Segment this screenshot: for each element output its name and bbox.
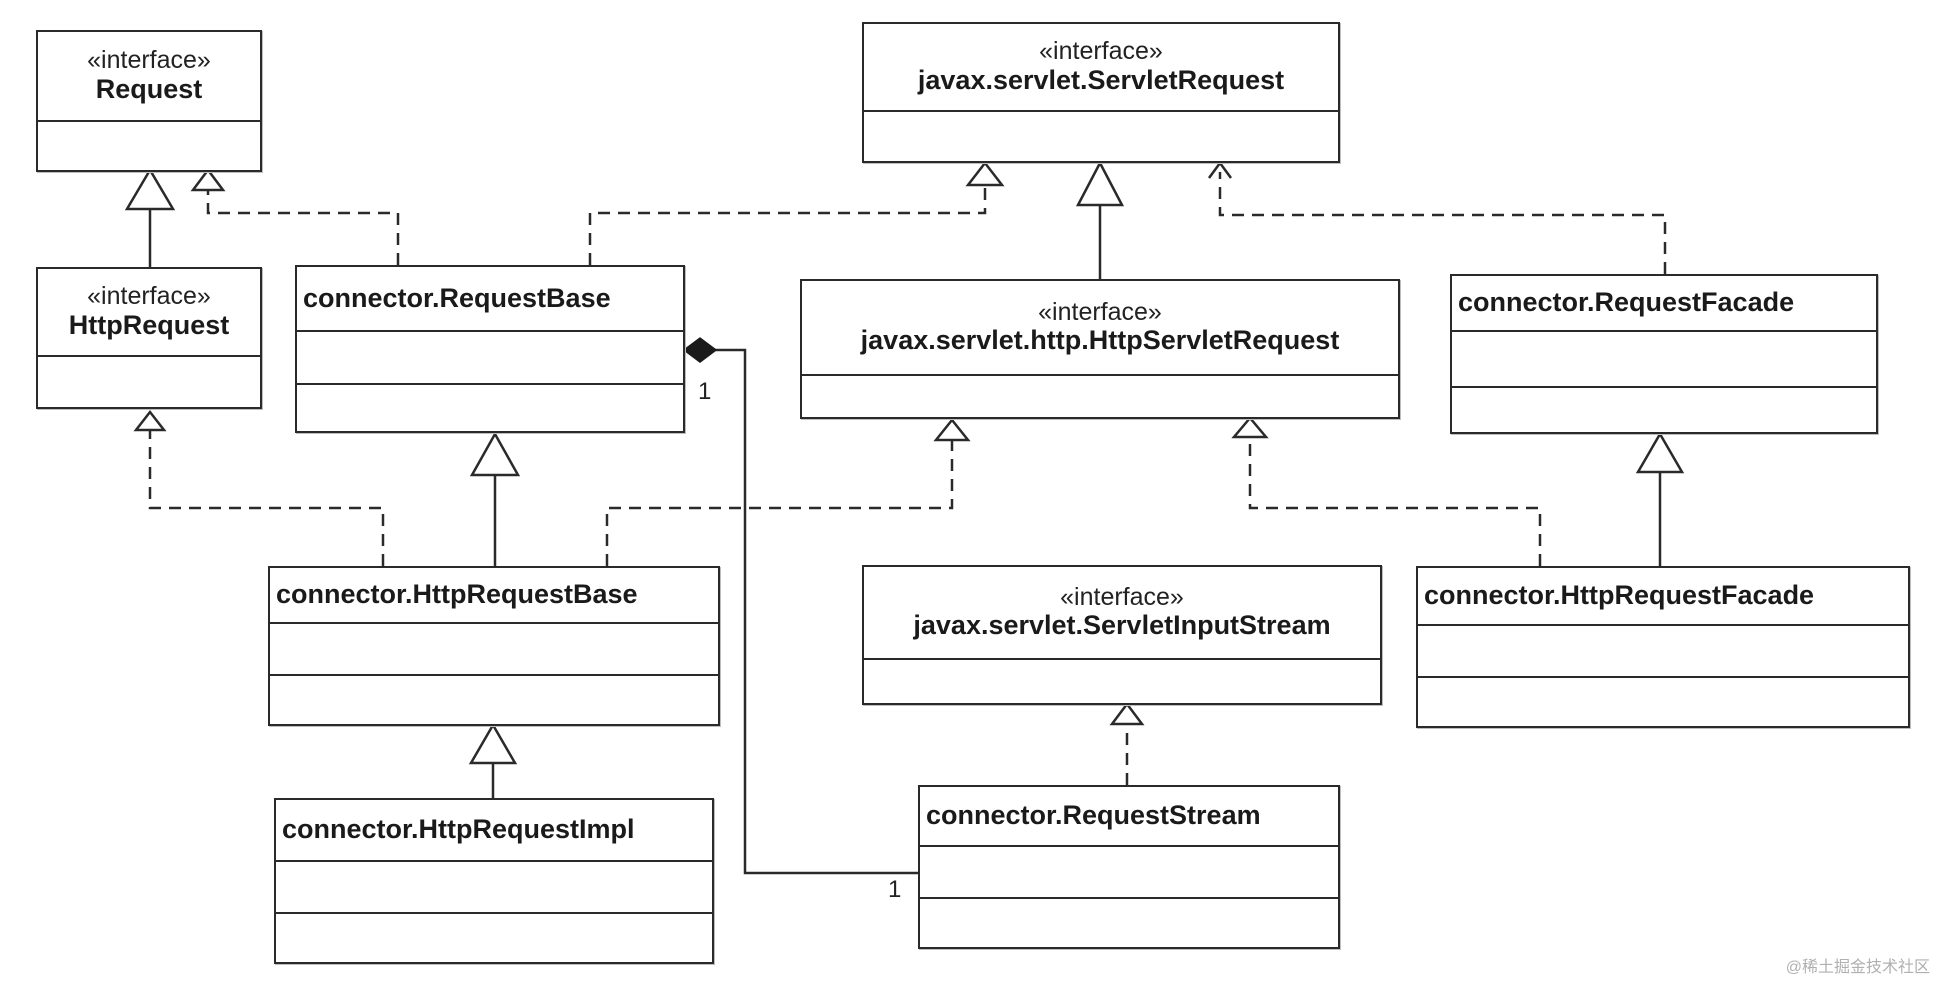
class-name: javax.servlet.http.HttpServletRequest <box>860 325 1340 356</box>
realization-httprequestbase-httpservletrequest <box>605 440 954 566</box>
class-header: «interface» javax.servlet.http.HttpServl… <box>802 281 1398 376</box>
class-request-facade: connector.RequestFacade <box>1450 274 1878 434</box>
realization-requestbase-servletrequest <box>588 185 987 265</box>
class-header: connector.RequestBase <box>297 267 683 332</box>
realization-requestfacade-servletrequest <box>1218 172 1667 274</box>
realization-arrowhead <box>965 160 1005 187</box>
generalization-arrowhead <box>1075 160 1125 207</box>
watermark-text: @稀土掘金技术社区 <box>1785 959 1930 976</box>
composition-requestbase-requeststream <box>715 348 918 875</box>
composition-diamond <box>682 337 718 363</box>
class-attributes <box>297 332 683 385</box>
realization-arrowhead <box>1231 416 1269 439</box>
class-attributes <box>920 847 1338 899</box>
realization-arrowhead <box>190 167 226 192</box>
class-http-request: «interface» HttpRequest <box>36 267 262 409</box>
multiplicity-requeststream-end: 1 <box>888 876 902 903</box>
generalization-arrowhead <box>124 167 176 211</box>
realization-httprequestfacade-httpservletrequest <box>1248 437 1542 566</box>
class-header: «interface» javax.servlet.ServletInputSt… <box>864 567 1380 660</box>
class-name: connector.RequestStream <box>926 800 1261 831</box>
class-header: connector.RequestStream <box>920 787 1338 847</box>
class-name: connector.HttpRequestImpl <box>282 814 635 845</box>
stereotype-label: «interface» <box>1039 37 1163 66</box>
generalization-arrowhead <box>468 722 518 765</box>
stereotype-label: «interface» <box>1038 297 1162 326</box>
realization-arrowhead-open <box>1207 160 1233 179</box>
class-name: Request <box>95 73 203 104</box>
class-name: connector.RequestFacade <box>1458 287 1795 318</box>
class-attributes <box>270 624 718 676</box>
class-header: connector.HttpRequestImpl <box>276 800 712 862</box>
class-name: connector.HttpRequestBase <box>276 579 638 610</box>
class-attributes <box>1418 626 1908 678</box>
class-header: connector.HttpRequestBase <box>270 568 718 624</box>
class-header: «interface» javax.servlet.ServletRequest <box>864 24 1338 112</box>
generalization-arrowhead <box>1635 431 1685 474</box>
class-attributes <box>1452 332 1876 388</box>
realization-arrowhead <box>933 417 971 442</box>
realization-arrowhead <box>1109 701 1145 726</box>
class-http-request-impl: connector.HttpRequestImpl <box>274 798 714 964</box>
class-header: connector.RequestFacade <box>1452 276 1876 332</box>
class-request-base: connector.RequestBase <box>295 265 685 433</box>
realization-arrowhead <box>133 409 167 432</box>
class-http-request-facade: connector.HttpRequestFacade <box>1416 566 1910 728</box>
stereotype-label: «interface» <box>1060 582 1184 611</box>
class-request-stream: connector.RequestStream <box>918 785 1340 949</box>
class-http-servlet-request: «interface» javax.servlet.http.HttpServl… <box>800 279 1400 419</box>
realization-httprequestbase-httprequest <box>148 430 385 566</box>
class-name: javax.servlet.ServletRequest <box>917 64 1285 95</box>
class-servlet-request: «interface» javax.servlet.ServletRequest <box>862 22 1340 163</box>
class-attributes <box>276 862 712 914</box>
class-name: javax.servlet.ServletInputStream <box>913 610 1331 641</box>
stereotype-label: «interface» <box>87 282 211 311</box>
class-name: HttpRequest <box>68 309 230 340</box>
class-name: connector.HttpRequestFacade <box>1424 580 1815 611</box>
class-request: «interface» Request <box>36 30 262 172</box>
class-header: connector.HttpRequestFacade <box>1418 568 1908 626</box>
multiplicity-requestbase-end: 1 <box>698 378 712 405</box>
class-http-request-base: connector.HttpRequestBase <box>268 566 720 726</box>
realization-requestbase-request <box>206 190 400 265</box>
generalization-arrowhead <box>469 431 521 477</box>
class-servlet-input-stream: «interface» javax.servlet.ServletInputSt… <box>862 565 1382 705</box>
stereotype-label: «interface» <box>87 46 211 75</box>
class-header: «interface» Request <box>38 32 260 122</box>
class-name: connector.RequestBase <box>303 282 611 313</box>
class-header: «interface» HttpRequest <box>38 269 260 357</box>
